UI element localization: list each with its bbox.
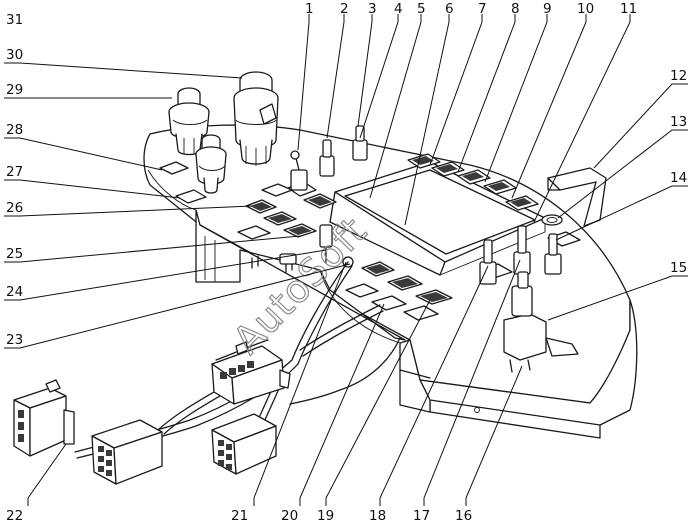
callout-26: 26 (6, 200, 23, 216)
callout-18: 18 (369, 508, 386, 524)
callout-9: 9 (543, 1, 552, 17)
callout-11: 11 (620, 1, 637, 17)
callout-23: 23 (6, 332, 23, 348)
toggle-switch-2 (319, 139, 335, 177)
callout-19: 19 (317, 508, 334, 524)
push-buttons (168, 71, 279, 194)
callout-2: 2 (340, 1, 349, 17)
callout-28: 28 (6, 122, 23, 138)
callout-7: 7 (478, 1, 487, 17)
callout-8: 8 (511, 1, 520, 17)
harness-connector-center (211, 341, 291, 405)
callout-1: 1 (305, 1, 314, 17)
callout-12: 12 (670, 68, 687, 84)
harness-connector-6pin (91, 419, 163, 485)
toggle-switch-18 (479, 239, 497, 285)
indicator-lamp-tiles (159, 153, 581, 321)
callout-25: 25 (6, 246, 23, 262)
callout-leaders (4, 14, 688, 506)
callout-numbers: 1 2 3 4 5 6 7 8 9 10 11 12 13 14 15 16 1… (6, 1, 687, 524)
callout-30: 30 (6, 47, 23, 63)
callout-5: 5 (417, 1, 426, 17)
callout-24: 24 (6, 284, 23, 300)
callout-3: 3 (368, 1, 377, 17)
callout-21: 21 (231, 508, 248, 524)
callout-10: 10 (577, 1, 594, 17)
callout-22: 22 (6, 508, 23, 524)
toggle-switches (287, 125, 579, 373)
callout-15: 15 (670, 260, 687, 276)
callout-13: 13 (670, 114, 687, 130)
callout-4: 4 (394, 1, 403, 17)
harness-connector-lower (211, 413, 277, 475)
toggle-switch-1 (287, 150, 317, 197)
callout-31: 31 (6, 12, 23, 28)
large-toggle-switch-15 (503, 271, 579, 373)
toggle-switch-14 (544, 233, 562, 275)
toggle-switch-17 (513, 225, 531, 275)
push-switch-30 (168, 87, 210, 156)
plug-connectors (13, 341, 291, 485)
callout-17: 17 (413, 508, 430, 524)
callout-20: 20 (281, 508, 298, 524)
callout-16: 16 (455, 508, 472, 524)
callout-27: 27 (6, 164, 23, 180)
callout-6: 6 (445, 1, 454, 17)
callout-29: 29 (6, 82, 23, 98)
cigarette-lighter-31 (233, 71, 279, 166)
push-button-29 (195, 134, 227, 194)
spring-clip (541, 214, 563, 226)
harness-connector-22 (13, 379, 75, 457)
toggle-switch-3 (352, 125, 368, 161)
callout-14: 14 (670, 170, 687, 186)
